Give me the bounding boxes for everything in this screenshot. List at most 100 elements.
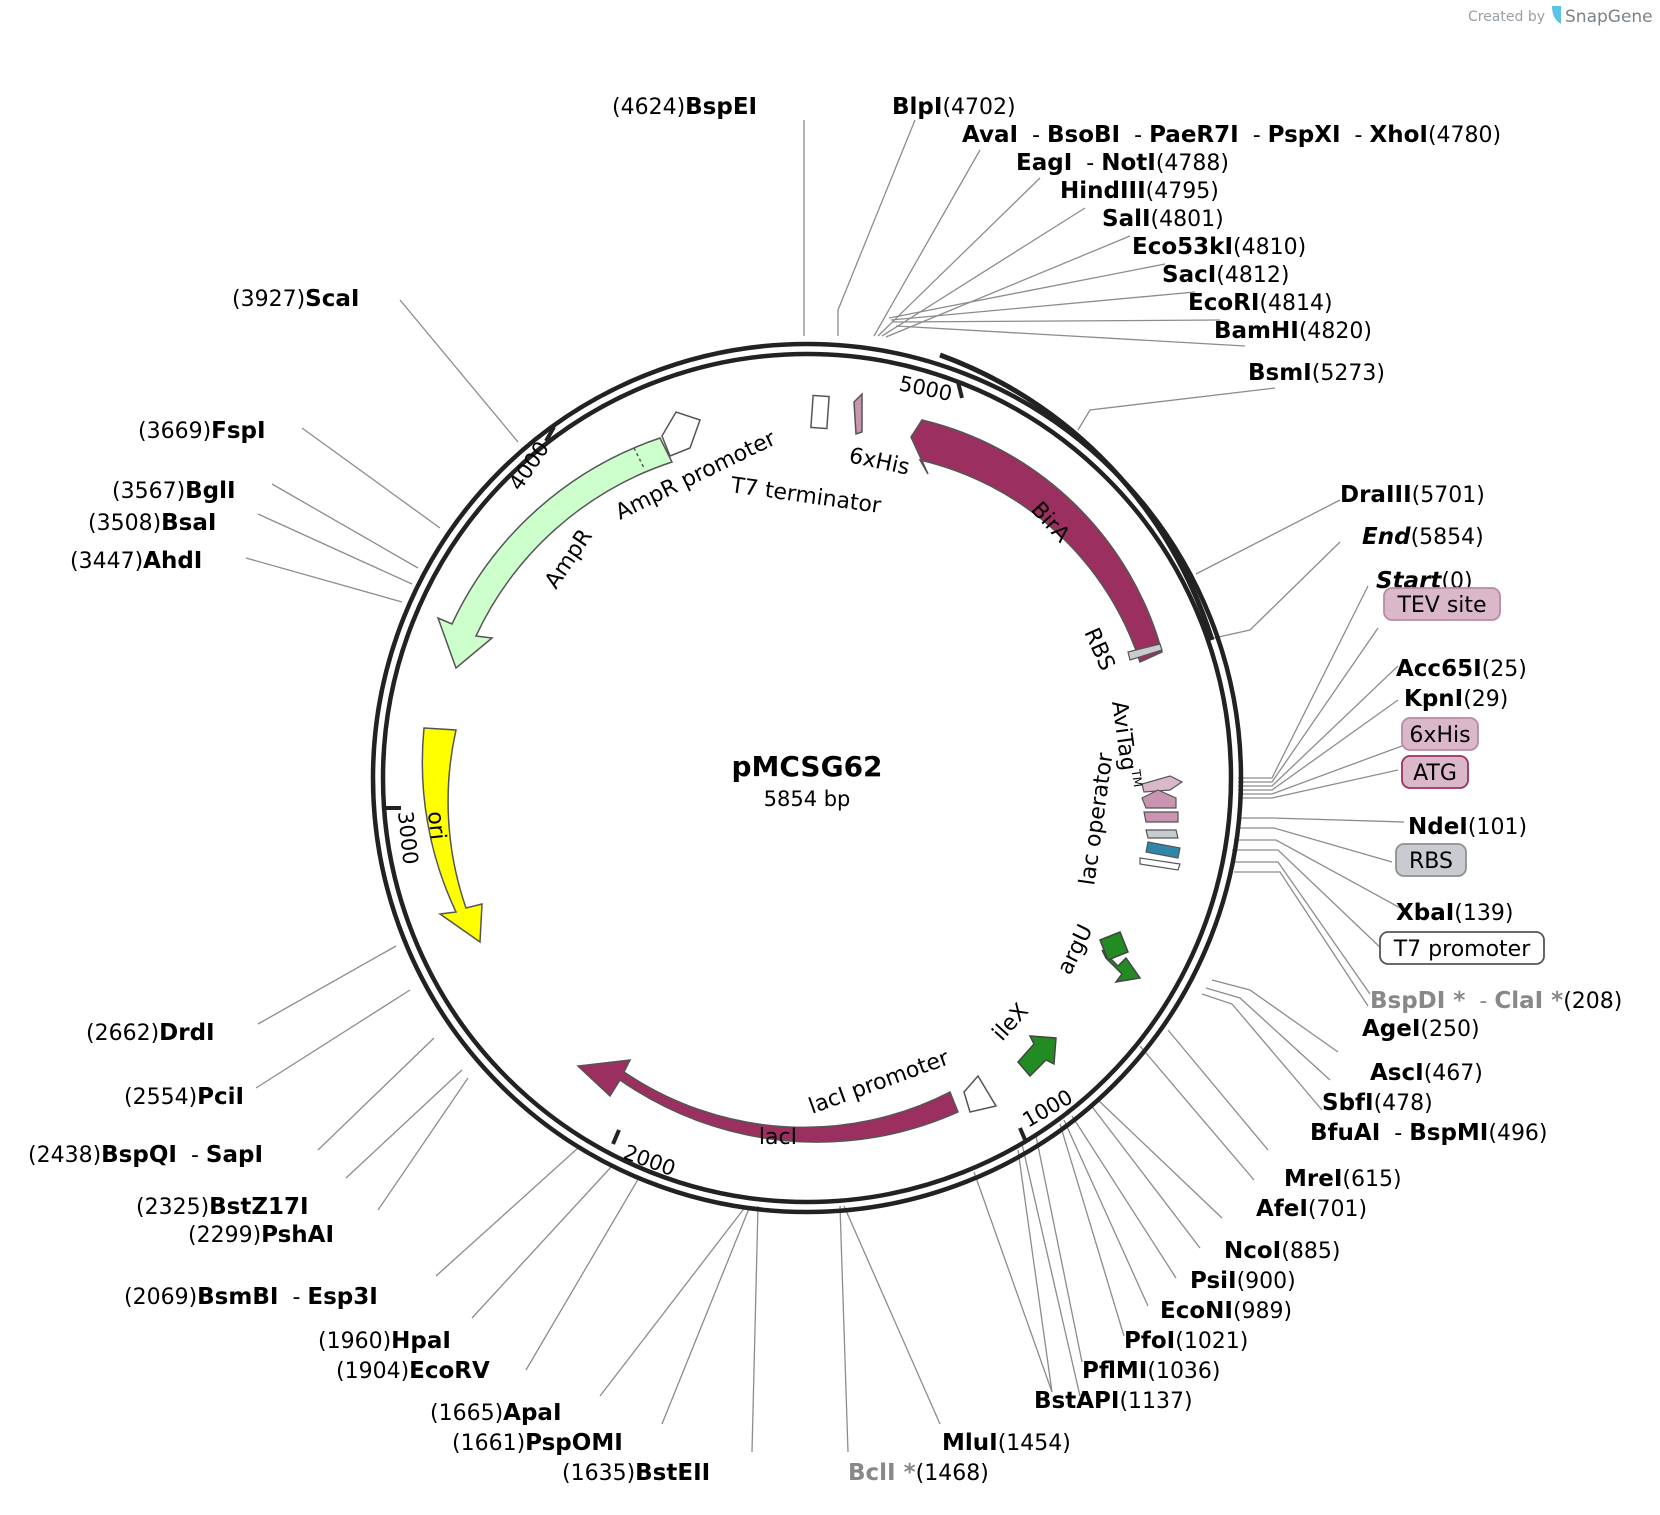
- site-label-right-20[interactable]: MluI(1454): [942, 1430, 1071, 1456]
- feature-box-0[interactable]: TEV site: [1383, 587, 1501, 621]
- feature-box-4[interactable]: T7 promoter: [1379, 931, 1545, 965]
- site-name: BspEI: [685, 94, 757, 120]
- site-label-left-1[interactable]: (3669)FspI: [138, 418, 266, 444]
- site-name: PsiI: [1190, 1268, 1237, 1294]
- site-label-top-5[interactable]: SalI(4801): [1102, 206, 1224, 232]
- site-label-right-7[interactable]: BspDI *- ClaI *(208): [1370, 988, 1622, 1014]
- feature-lac-operator[interactable]: [1145, 841, 1181, 859]
- site-label-right-0[interactable]: DraIII(5701): [1340, 482, 1485, 508]
- site-position: (4795): [1146, 179, 1219, 204]
- site-name: NcoI: [1224, 1238, 1281, 1264]
- site-label-top-3[interactable]: EagI- NotI(4788): [1016, 150, 1229, 176]
- site-label-top-6[interactable]: Eco53kI(4810): [1132, 234, 1306, 260]
- site-label-right-17[interactable]: PfoI(1021): [1124, 1328, 1248, 1354]
- site-label-top-1[interactable]: BlpI(4702): [892, 94, 1016, 120]
- feature-ampR-promoter[interactable]: [661, 411, 701, 457]
- feature-lacI-promoter[interactable]: [963, 1074, 998, 1113]
- site-label-right-13[interactable]: AfeI(701): [1256, 1196, 1367, 1222]
- site-name: BspDI *: [1370, 988, 1465, 1014]
- site-label-top-7[interactable]: SacI(4812): [1162, 262, 1289, 288]
- backbone-inner: [380, 351, 1234, 1205]
- site-position: (615): [1342, 1167, 1401, 1192]
- site-label-top-2[interactable]: AvaI- BsoBI- PaeR7I- PspXI- XhoI(4780): [962, 122, 1501, 148]
- feature-box-label: T7 promoter: [1393, 937, 1531, 962]
- site-position: (1468): [916, 1461, 989, 1486]
- site-label-left-8[interactable]: (2325)BstZ17I: [136, 1194, 309, 1220]
- site-label-left-6[interactable]: (2554)PciI: [124, 1084, 244, 1110]
- site-label-right-10[interactable]: SbfI(478): [1322, 1090, 1433, 1116]
- site-name: SbfI: [1322, 1090, 1374, 1116]
- site-label-right-4[interactable]: KpnI(29): [1404, 686, 1508, 712]
- site-label-left-5[interactable]: (2662)DrdI: [86, 1020, 215, 1046]
- site-labels-top: (4624)BspEI BlpI(4702)AvaI- BsoBI- PaeR7I…: [612, 94, 1501, 386]
- site-label-right-9[interactable]: AscI(467): [1370, 1060, 1483, 1086]
- credit-prefix: Created by: [1468, 9, 1545, 25]
- feature-box-2[interactable]: ATG: [1401, 755, 1469, 789]
- site-label-right-18[interactable]: PflMI(1036): [1082, 1358, 1221, 1384]
- site-label-right-11[interactable]: BfuAI- BspMI(496): [1310, 1120, 1548, 1146]
- feature-lac-operator-label: lac operator: [1075, 750, 1118, 886]
- site-label-top-0[interactable]: (4624)BspEI: [612, 94, 757, 120]
- site-name: AscI: [1370, 1060, 1424, 1086]
- site-position: (1661): [452, 1431, 525, 1456]
- site-label-left-4[interactable]: (3447)AhdI: [70, 548, 202, 574]
- feature-box-3[interactable]: RBS: [1395, 843, 1467, 877]
- site-label-left-15[interactable]: (1635)BstEII: [562, 1460, 710, 1486]
- feature-birA[interactable]: [910, 419, 1163, 664]
- site-label-left-10[interactable]: (2069)BsmBI- Esp3I: [124, 1284, 378, 1310]
- plasmid-length: 5854 bp: [764, 787, 851, 811]
- site-label-left-9[interactable]: (2299)PshAI: [188, 1222, 334, 1248]
- site-name: BsoBI: [1047, 122, 1120, 148]
- site-name: ClaI *: [1494, 988, 1563, 1014]
- feature-ileX-label: ileX: [988, 999, 1034, 1046]
- site-label-right-19[interactable]: BstAPI(1137): [1034, 1388, 1193, 1414]
- site-label-right-21[interactable]: BclI *(1468): [848, 1460, 989, 1486]
- site-labels-left: (3927)ScaI (3669)FspI (3567)BglI (3508)BsaI…: [28, 286, 710, 1486]
- site-label-top-4[interactable]: HindIII(4795): [1060, 178, 1219, 204]
- site-position: (3447): [70, 549, 143, 574]
- feature-box-label: ATG: [1413, 761, 1457, 786]
- feature-ori[interactable]: [421, 727, 483, 944]
- site-label-left-11[interactable]: (1960)HpaI: [318, 1328, 451, 1354]
- site-label-right-5[interactable]: NdeI(101): [1408, 814, 1527, 840]
- site-position: (1454): [998, 1431, 1071, 1456]
- site-label-left-13[interactable]: (1665)ApaI: [430, 1400, 562, 1426]
- site-position: (496): [1488, 1121, 1547, 1146]
- site-label-right-14[interactable]: NcoI(885): [1224, 1238, 1340, 1264]
- feature-6xhis-top[interactable]: [853, 392, 863, 436]
- feature-box-1[interactable]: 6xHis: [1401, 717, 1479, 751]
- site-name: PspXI: [1268, 122, 1341, 148]
- site-label-right-12[interactable]: MreI(615): [1284, 1166, 1402, 1192]
- feature-argU[interactable]: [1101, 949, 1142, 984]
- site-label-right-15[interactable]: PsiI(900): [1190, 1268, 1296, 1294]
- site-position: (29): [1463, 687, 1508, 712]
- site-label-right-3[interactable]: Acc65I(25): [1396, 656, 1527, 682]
- site-position: (4810): [1233, 235, 1306, 260]
- site-label-left-2[interactable]: (3567)BglI: [112, 478, 236, 504]
- site-label-right-8[interactable]: AgeI(250): [1362, 1016, 1480, 1042]
- site-label-left-7[interactable]: (2438)BspQI- SapI: [28, 1142, 263, 1168]
- site-label-top-9[interactable]: BamHI(4820): [1214, 318, 1372, 344]
- site-label-top-8[interactable]: EcoRI(4814): [1188, 290, 1333, 316]
- site-name: BspQI: [101, 1142, 177, 1168]
- feature-box-label: 6xHis: [1409, 723, 1470, 748]
- site-label-left-14[interactable]: (1661)PspOMI: [452, 1430, 623, 1456]
- feature-lacI[interactable]: [576, 1059, 959, 1143]
- site-label-left-12[interactable]: (1904)EcoRV: [336, 1358, 490, 1384]
- snapgene-logo-icon: [1552, 6, 1561, 24]
- site-name: BstZ17I: [209, 1194, 308, 1220]
- feature-t7-terminator[interactable]: [810, 394, 830, 430]
- feature-ampR[interactable]: [436, 437, 674, 670]
- site-label-top-10[interactable]: BsmI(5273): [1248, 360, 1385, 386]
- feature-ileX[interactable]: [1017, 1035, 1057, 1078]
- site-label-right-16[interactable]: EcoNI(989): [1160, 1298, 1292, 1324]
- feature-rbs-inner[interactable]: [1127, 643, 1163, 661]
- site-label-right-6[interactable]: XbaI(139): [1396, 900, 1513, 926]
- site-label-right-1[interactable]: End(5854): [1362, 524, 1484, 550]
- site-labels-right: DraIII(5701)End(5854)Start(0)Acc65I(25)K…: [848, 482, 1622, 1486]
- site-label-left-0[interactable]: (3927)ScaI: [232, 286, 359, 312]
- feature-box-label: RBS: [1409, 849, 1453, 874]
- site-label-left-3[interactable]: (3508)BsaI: [88, 510, 216, 536]
